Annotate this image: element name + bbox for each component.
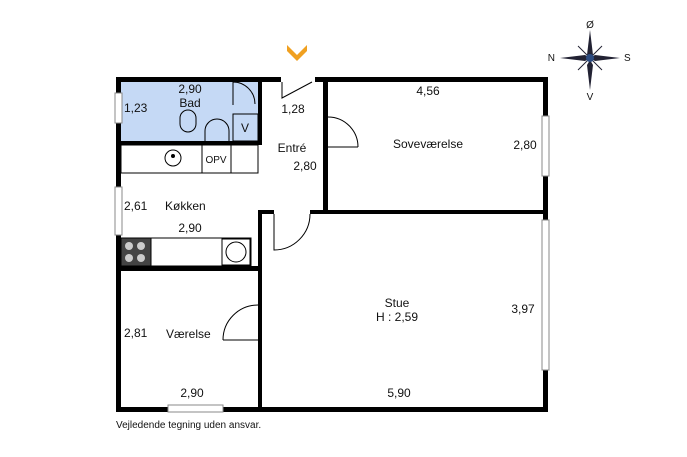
bath-floor (121, 82, 258, 143)
sovevaerelse-depth: 2,80 (513, 138, 537, 152)
vaerelse-width: 2,90 (180, 386, 204, 400)
entrance-arrow-icon (287, 45, 307, 61)
entre-depth: 2,80 (293, 159, 317, 173)
bad-depth: 1,23 (124, 101, 148, 115)
vaerelse-depth: 2,81 (124, 326, 148, 340)
kokken-name: Køkken (165, 199, 206, 213)
disclaimer: Vejledende tegning uden ansvar. (116, 420, 261, 431)
sovevaerelse-name: Soveværelse (393, 137, 463, 151)
kokken-depth: 2,61 (124, 199, 148, 213)
entre-name: Entré (278, 141, 307, 155)
fixture-v: V (241, 121, 249, 135)
compass-north: N (548, 53, 555, 64)
kitchen-fixtures (120, 81, 359, 341)
compass-icon (560, 30, 620, 90)
fixture-opv: OPV (205, 155, 226, 166)
stue-height: H : 2,59 (376, 310, 418, 324)
windows (114, 92, 550, 413)
bad-name: Bad (179, 96, 200, 110)
entre-width: 1,28 (281, 102, 305, 116)
stue-name: Stue (385, 296, 410, 310)
stue-depth: 3,97 (511, 302, 535, 316)
kokken-width: 2,90 (178, 221, 202, 235)
vaerelse-name: Værelse (166, 327, 211, 341)
compass-south: S (624, 53, 631, 64)
stue-width: 5,90 (387, 386, 411, 400)
compass-west: V (587, 92, 594, 103)
bad-width: 2,90 (178, 82, 202, 96)
sovevaerelse-width: 4,56 (416, 84, 440, 98)
compass-east: Ø (586, 20, 594, 31)
